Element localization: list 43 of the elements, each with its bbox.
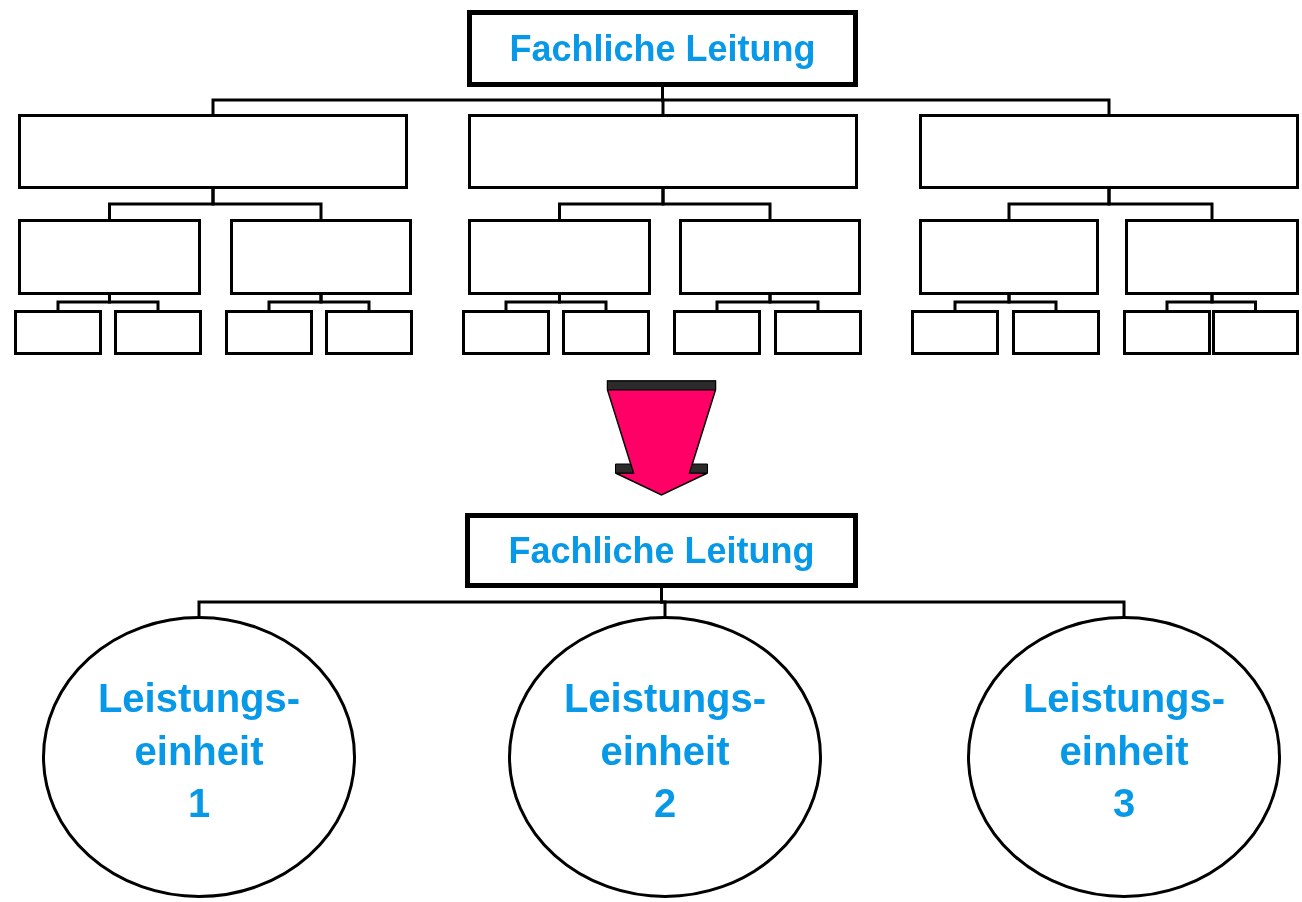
org-box (468, 219, 651, 295)
unit-ellipse (508, 616, 822, 898)
unit-label: Leistungs- einheit 2 (562, 674, 768, 828)
org-box (1212, 310, 1299, 355)
org-box (1125, 219, 1299, 295)
block-arrow (606, 380, 717, 496)
org-box (562, 310, 650, 355)
org-box (919, 114, 1299, 189)
org-box (679, 219, 861, 295)
connector-line (108, 295, 160, 310)
connector-line (661, 189, 772, 219)
org-box (114, 310, 202, 355)
leader-box (465, 513, 858, 588)
org-box (462, 310, 550, 355)
org-box (225, 310, 313, 355)
org-box (468, 114, 858, 189)
connector-line (211, 189, 323, 219)
org-box (1123, 310, 1211, 355)
leader-label: Fachliche Leitung (509, 27, 816, 70)
connector-line (1107, 189, 1214, 219)
leader-box (467, 10, 858, 87)
org-box (230, 219, 412, 295)
org-box (14, 310, 102, 355)
org-box (673, 310, 761, 355)
org-box (18, 114, 408, 189)
unit-ellipse (42, 616, 356, 898)
connector-line (661, 87, 1111, 114)
org-box (325, 310, 413, 355)
unit-label: Leistungs- einheit 3 (1021, 674, 1227, 828)
unit-ellipse (967, 616, 1281, 898)
connector-line (558, 295, 608, 310)
connector-line (1007, 295, 1058, 310)
connector-line (768, 295, 820, 310)
org-box (774, 310, 862, 355)
unit-label: Leistungs- einheit 1 (96, 674, 302, 828)
org-box (919, 219, 1099, 295)
connector-line (660, 588, 1126, 616)
org-box (1012, 310, 1100, 355)
connector-line (1210, 295, 1257, 310)
org-box (18, 219, 201, 295)
connector-line (319, 295, 371, 310)
org-box (911, 310, 999, 355)
leader-label: Fachliche Leitung (508, 529, 815, 572)
